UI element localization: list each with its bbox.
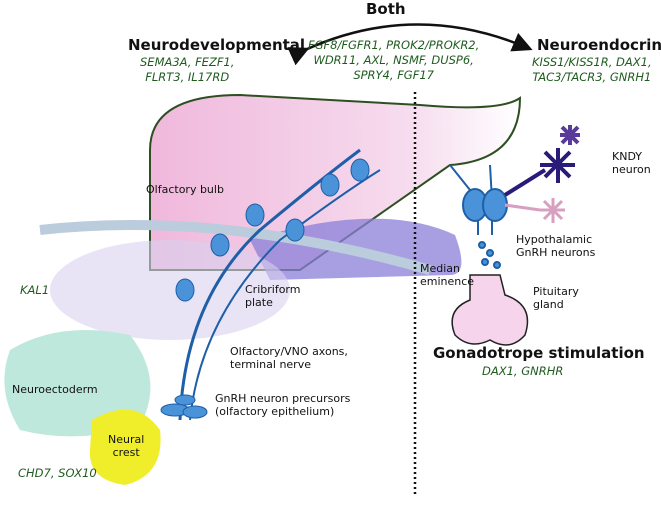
both-label: Both xyxy=(366,0,406,18)
gene-line: FGF8/FGFR1, PROK2/PROKR2, xyxy=(308,38,480,52)
neuroectoderm-label: Neuroectoderm xyxy=(12,383,98,396)
neuroendocrine-title: Neuroendocrine xyxy=(537,36,661,54)
gene-line: WDR11, AXL, NSMF, DUSP6, xyxy=(313,53,474,67)
neuroectoderm-blob xyxy=(4,330,151,437)
gonadotrope-genes: DAX1, GNRHR xyxy=(482,364,564,378)
precursors-label: GnRH neuron precursors(olfactory epithel… xyxy=(215,392,351,418)
migrating-gnrh-neurons xyxy=(160,148,381,421)
olfactory-bulb-label: Olfactory bulb xyxy=(146,183,224,196)
kndy-neurons xyxy=(503,125,580,223)
neurodevelopmental-title: Neurodevelopmental xyxy=(128,36,306,54)
gene-line: SPRY4, FGF17 xyxy=(353,68,434,82)
pituitary-gland xyxy=(451,274,529,346)
crest-genes: CHD7, SOX10 xyxy=(18,466,97,480)
cribriform-plate xyxy=(39,220,432,275)
neurodevelopmental-genes: SEMA3A, FEZF1, FLRT3, IL17RD xyxy=(140,55,234,85)
shared-genes: FGF8/FGFR1, PROK2/PROKR2, WDR11, AXL, NS… xyxy=(308,38,479,83)
both-arrow xyxy=(287,23,533,66)
axons-label: Olfactory/VNO axons,terminal nerve xyxy=(230,345,348,371)
gonadotrope-title: Gonadotrope stimulation xyxy=(433,344,645,362)
gene-line: FLRT3, IL17RD xyxy=(145,70,230,84)
gene-line: KISS1/KISS1R, DAX1, xyxy=(532,55,652,69)
gene-line: TAC3/TACR3, GNRH1 xyxy=(532,70,652,84)
neuroendocrine-genes: KISS1/KISS1R, DAX1, TAC3/TACR3, GNRH1 xyxy=(532,55,652,85)
gene-line: SEMA3A, FEZF1, xyxy=(140,55,235,69)
kal1-gene: KAL1 xyxy=(20,283,50,297)
neural-crest-blob xyxy=(89,409,161,485)
hypothalamic-gnrh-neurons xyxy=(449,164,508,269)
